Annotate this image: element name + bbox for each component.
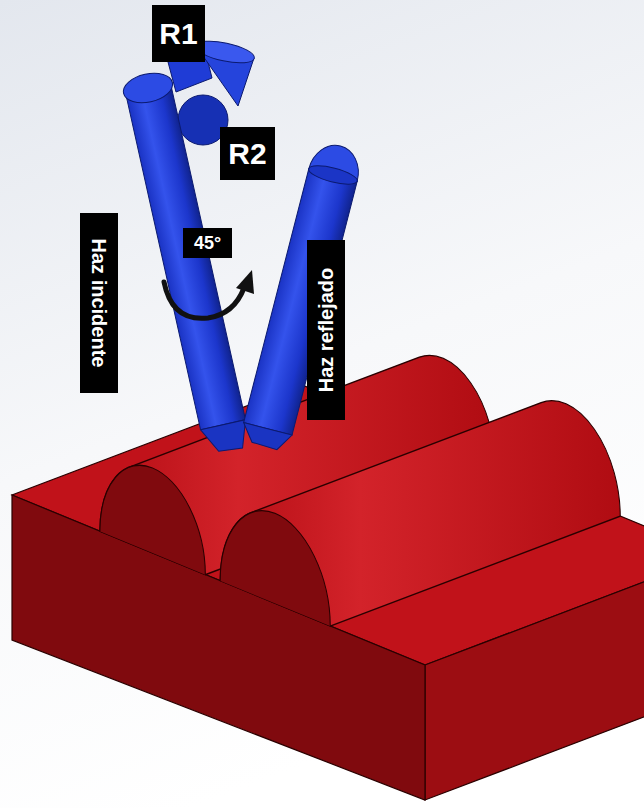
ridge-end-edge [220,491,330,626]
beam-end [121,69,176,107]
block-right-face [425,555,644,800]
beam-tip [239,423,292,453]
label-text: R2 [228,139,266,169]
beam-tip [201,420,252,456]
rotation-arrowhead [236,270,254,294]
ridge-end-cap [220,491,330,626]
beam-label: Haz reflejado [307,240,345,420]
rotation-label: R1 [152,5,205,62]
beam-label: Haz incidente [80,213,118,393]
beam-cylinder [244,169,358,435]
beam-end [307,162,359,188]
label-text: Haz incidente [89,239,109,368]
rotation-arrow [164,282,244,318]
label-text: R1 [159,19,197,49]
ridge-end-cap [100,446,205,574]
rotation-label: R2 [220,127,275,180]
angle-label: 45° [183,228,232,258]
reflected-beam [239,140,365,453]
ridge-end-edge [100,446,205,574]
label-text: Haz reflejado [316,268,336,392]
label-text: 45° [194,234,221,252]
